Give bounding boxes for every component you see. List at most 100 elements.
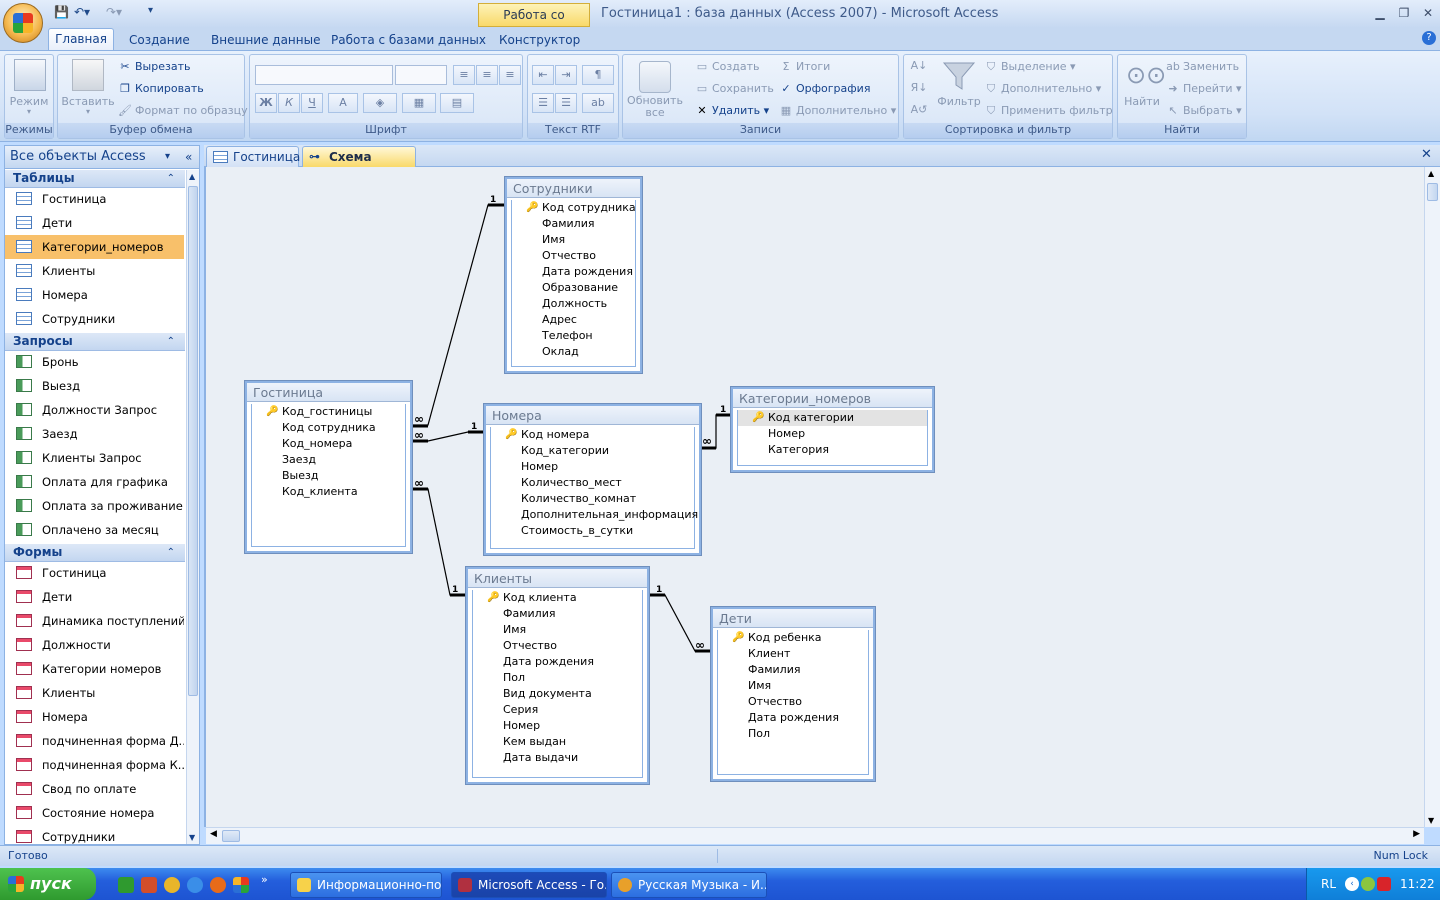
doc-tab-relationships[interactable]: ⊶Схема данных xyxy=(302,146,416,184)
field-item[interactable]: Пол xyxy=(473,670,642,686)
table-box-title[interactable]: Гостиница xyxy=(247,383,410,402)
tray-expand-icon[interactable]: ‹ xyxy=(1345,877,1359,891)
paste-dropdown-icon[interactable]: ▾ xyxy=(85,107,90,116)
field-item[interactable]: Количество_комнат xyxy=(491,491,694,507)
font-color-button[interactable]: А xyxy=(328,93,358,113)
sort-desc-icon[interactable]: Я↓ xyxy=(910,81,928,94)
nav-scrollbar[interactable]: ▲ ▼ xyxy=(186,170,199,844)
table-box-kategorii[interactable]: Категории_номеров 🔑Код категории Номер К… xyxy=(730,386,935,473)
view-dropdown-icon[interactable]: ▾ xyxy=(26,107,31,116)
nav-item-form[interactable]: подчиненная форма К... xyxy=(5,753,184,777)
close-button[interactable]: ✕ xyxy=(1422,6,1434,20)
nav-item-query[interactable]: Бронь xyxy=(5,350,184,374)
field-item[interactable]: 🔑Код сотрудника xyxy=(512,200,636,216)
help-icon[interactable]: ? xyxy=(1422,31,1436,45)
field-item[interactable]: Количество_мест xyxy=(491,475,694,491)
field-item[interactable]: Образование xyxy=(512,280,635,296)
nav-item-table[interactable]: Гостиница xyxy=(5,187,184,211)
more-records-button[interactable]: ▦Дополнительно ▾ xyxy=(779,102,896,120)
bold-button[interactable]: Ж xyxy=(255,93,277,113)
nav-item-form[interactable]: Гостиница xyxy=(5,561,184,585)
nav-item-query[interactable]: Выезд xyxy=(5,374,184,398)
align-left-icon[interactable]: ≡ xyxy=(453,65,475,85)
field-item[interactable]: Заезд xyxy=(252,452,405,468)
nav-item-form[interactable]: Дети xyxy=(5,585,184,609)
field-item[interactable]: Кем выдан xyxy=(473,734,642,750)
office-button[interactable] xyxy=(3,3,43,43)
field-item[interactable]: Оклад xyxy=(512,344,635,360)
tray-antivirus-icon[interactable] xyxy=(1377,877,1391,891)
nav-item-form[interactable]: Номера xyxy=(5,705,184,729)
nav-item-query[interactable]: Оплата для графика xyxy=(5,470,184,494)
bullets-icon[interactable]: ☰ xyxy=(555,93,577,113)
collapse-chevron-icon[interactable]: ⌃ xyxy=(166,336,175,347)
field-item[interactable]: Адрес xyxy=(512,312,635,328)
minimize-button[interactable]: ▁ xyxy=(1375,6,1385,20)
quicklaunch-email-icon[interactable] xyxy=(164,877,180,893)
field-item[interactable]: Дополнительная_информация xyxy=(491,507,698,523)
table-box-title[interactable]: Клиенты xyxy=(468,569,647,588)
nav-item-query[interactable]: Оплачено за месяц xyxy=(5,518,184,542)
field-item[interactable]: Номер xyxy=(491,459,694,475)
field-item[interactable]: Имя xyxy=(718,678,868,694)
view-button[interactable]: Режим xyxy=(9,95,49,108)
field-item[interactable]: Должность xyxy=(512,296,635,312)
tray-app-icon[interactable] xyxy=(1361,877,1375,891)
language-indicator[interactable]: RL xyxy=(1321,877,1337,891)
tab-design[interactable]: Конструктор xyxy=(499,33,581,47)
doc-tab-gostinica[interactable]: Гостиница xyxy=(206,146,300,167)
nav-item-query[interactable]: Заезд xyxy=(5,422,184,446)
quicklaunch-app-icon[interactable] xyxy=(118,877,134,893)
table-box-klienty[interactable]: Клиенты 🔑Код клиента Фамилия Имя Отчеств… xyxy=(465,566,650,785)
field-item[interactable]: Имя xyxy=(512,232,635,248)
field-item[interactable]: 🔑Код номера xyxy=(491,427,694,443)
quicklaunch-app-icon[interactable] xyxy=(141,877,157,893)
nav-item-form[interactable]: Клиенты xyxy=(5,681,184,705)
quicklaunch-more-icon[interactable]: » xyxy=(261,873,268,886)
selection-button[interactable]: ⛉Выделение ▾ xyxy=(984,58,1076,76)
clear-sort-icon[interactable]: A↺ xyxy=(910,103,928,116)
scroll-up-icon[interactable]: ▲ xyxy=(1428,169,1435,178)
scroll-down-icon[interactable]: ▼ xyxy=(1428,816,1435,825)
collapse-chevron-icon[interactable]: ⌃ xyxy=(166,547,175,558)
table-box-title[interactable]: Номера xyxy=(486,406,699,425)
advanced-filter-button[interactable]: ⛉Дополнительно ▾ xyxy=(984,80,1101,98)
field-item[interactable]: Фамилия xyxy=(718,662,868,678)
nav-collapse-icon[interactable]: « xyxy=(185,150,193,164)
nav-item-query[interactable]: Должности Запрос xyxy=(5,398,184,422)
copy-button[interactable]: ❐Копировать xyxy=(118,80,204,98)
field-item[interactable]: 🔑Код_гостиницы xyxy=(252,404,405,420)
field-item[interactable]: 🔑Код ребенка xyxy=(718,630,868,646)
increase-indent-icon[interactable]: ⇥ xyxy=(555,65,577,85)
field-item[interactable]: Номер xyxy=(738,426,927,442)
scroll-right-icon[interactable]: ▶ xyxy=(1413,829,1420,839)
context-tab-relationships[interactable]: Работа со связями xyxy=(478,3,590,44)
save-icon[interactable]: 💾 xyxy=(54,5,69,19)
tab-external-data[interactable]: Внешние данные xyxy=(211,33,321,47)
field-item[interactable]: Имя xyxy=(473,622,642,638)
nav-item-table[interactable]: Дети xyxy=(5,211,184,235)
nav-item-table[interactable]: Номера xyxy=(5,283,184,307)
italic-button[interactable]: К xyxy=(278,93,300,113)
field-item[interactable]: Стоимость_в_сутки xyxy=(491,523,694,539)
tab-database-tools[interactable]: Работа с базами данных xyxy=(331,33,486,47)
field-item[interactable]: Пол xyxy=(718,726,868,742)
gridlines-icon[interactable]: ▦ xyxy=(402,93,436,113)
quicklaunch-firefox-icon[interactable] xyxy=(210,877,226,893)
nav-item-form[interactable]: подчиненная форма Д... xyxy=(5,729,184,753)
quicklaunch-browser-icon[interactable] xyxy=(187,877,203,893)
save-record-button[interactable]: ▭Сохранить xyxy=(695,80,774,98)
undo-icon[interactable]: ↶▾ xyxy=(74,5,91,19)
nav-item-form[interactable]: Динамика поступлений xyxy=(5,609,184,633)
canvas-vertical-scrollbar[interactable]: ▲ ▼ xyxy=(1424,167,1440,827)
cut-button[interactable]: ✂Вырезать xyxy=(118,58,190,76)
restore-button[interactable]: ❐ xyxy=(1398,6,1410,20)
nav-item-table-selected[interactable]: Категории_номеров xyxy=(5,235,184,259)
refresh-button[interactable]: Обновить xyxy=(627,94,683,107)
table-box-gostinica[interactable]: Гостиница 🔑Код_гостиницы Код сотрудника … xyxy=(244,380,413,554)
sort-asc-icon[interactable]: A↓ xyxy=(910,59,928,72)
table-box-title[interactable]: Сотрудники xyxy=(507,179,640,198)
nav-item-query[interactable]: Клиенты Запрос xyxy=(5,446,184,470)
qat-customize-icon[interactable]: ▾ xyxy=(148,5,154,16)
